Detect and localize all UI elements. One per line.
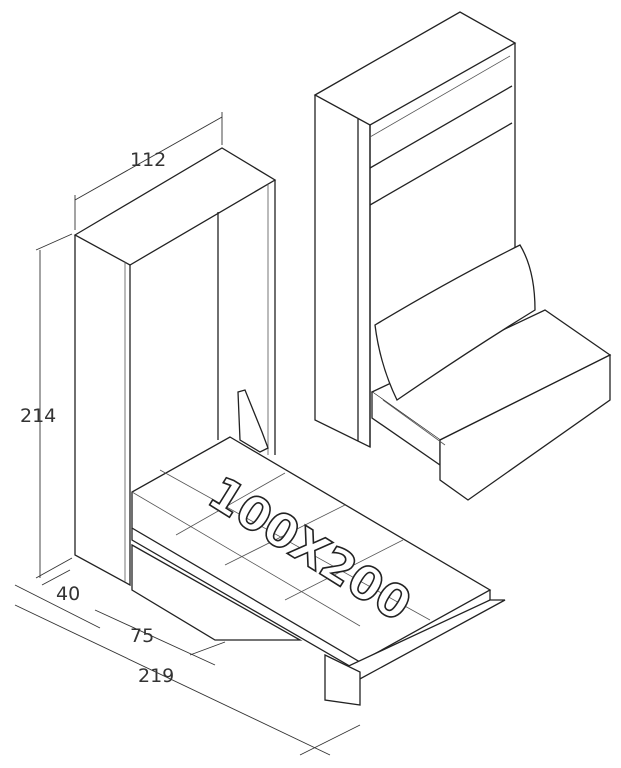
closed-bed-cabinet — [313, 11, 517, 449]
pillow — [374, 244, 536, 401]
lift-mechanism — [237, 389, 269, 453]
height-dimension: 214 — [20, 405, 56, 427]
bed-depth-dimension: 75 — [130, 625, 154, 647]
dimension-lines — [14, 112, 361, 756]
closed-depth-dimension: 40 — [56, 583, 80, 605]
open-bed-cabinet — [73, 147, 277, 587]
bed-platform — [131, 436, 506, 706]
open-depth-dimension: 219 — [138, 665, 174, 687]
width-dimension: 112 — [130, 149, 166, 171]
